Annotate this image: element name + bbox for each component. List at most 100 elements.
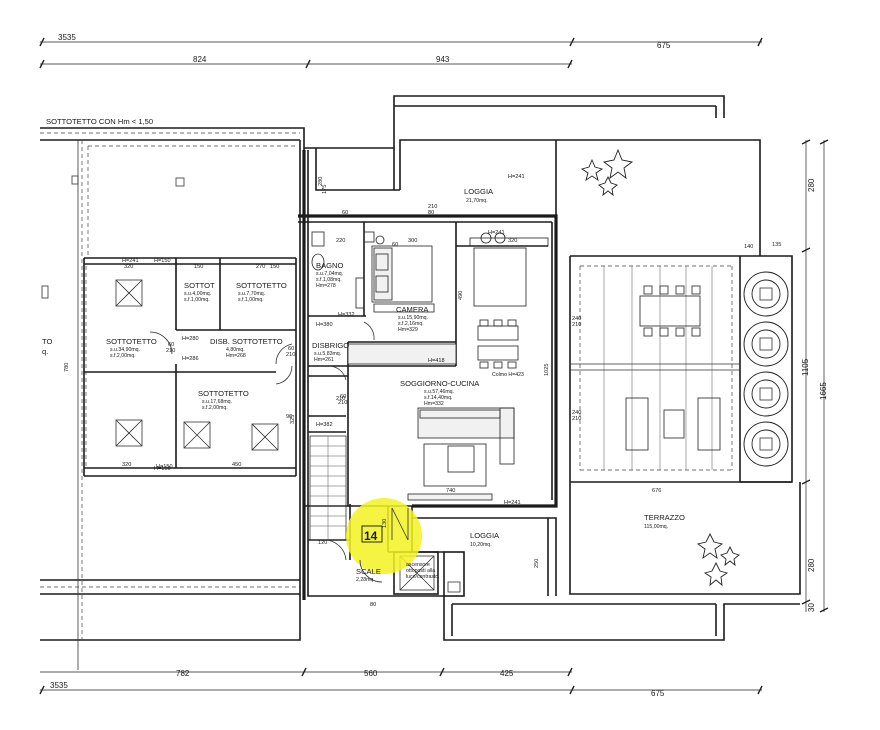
badge-frame <box>361 525 383 543</box>
label-n210-g: 210 <box>428 204 437 210</box>
dim-loggia-top-h: H=241 <box>508 174 525 180</box>
soggiorno-hm: Hm=332 <box>424 401 444 407</box>
label-n270: 270 <box>256 264 265 270</box>
label-n80: 80 <box>370 602 376 608</box>
dim-terrace-small: 140 <box>744 244 753 250</box>
soggiorno-su: s.u.57,46mq. <box>424 389 454 395</box>
sottotetto-left-sf: s.f.2,00mq. <box>110 353 136 359</box>
skylights <box>41 175 279 451</box>
decor-plants <box>580 148 740 587</box>
label-n60-d: 60 <box>392 242 398 248</box>
label-n220: 220 <box>336 238 345 244</box>
label-n150-b: 150 <box>270 264 279 270</box>
dim-right-4: 280 <box>807 558 816 572</box>
disb-sottotetto-name: DISB. SOTTOTETTO <box>210 337 283 346</box>
label-n320-a: 320 <box>124 264 133 270</box>
terrazzo-name: TERRAZZO <box>644 513 685 522</box>
dim-right-1: 280 <box>807 178 816 192</box>
label-h332: H=332 <box>338 312 355 318</box>
sottotetto-b-sf: s.f.1,00mq. <box>238 297 264 303</box>
top-dimensions: 3535 675 824 943 <box>39 33 763 69</box>
disb-sottotetto-su: 4,80mq. <box>226 347 245 353</box>
label-n80-b: 80 <box>428 210 434 216</box>
label-n240-a: 240 <box>572 316 581 322</box>
disb-sottotetto-hm: Hm=268 <box>226 353 246 359</box>
dim-camera-bath-h: H=241 <box>122 258 139 264</box>
label-h150-b: H=150 <box>154 466 171 472</box>
camera-hm: Hm=329 <box>398 327 418 333</box>
dim-top-right-total: 675 <box>657 41 671 50</box>
sottot-small-name: SOTTOT <box>184 281 215 290</box>
label-n210-e: 210 <box>286 352 295 358</box>
label-h280: H=280 <box>182 336 199 342</box>
label-n150: 150 <box>194 264 203 270</box>
loggia-bottom-area: 10,20mq. <box>470 542 492 548</box>
bagno-name: BAGNO <box>316 261 344 270</box>
furniture <box>311 231 721 487</box>
label-h418: H=418 <box>428 358 445 364</box>
label-n300: 300 <box>408 238 417 244</box>
label-n450: 450 <box>232 462 241 468</box>
scale-area: 2,28mq. <box>356 577 375 583</box>
colmo-label: Colmo H=423 <box>492 372 524 378</box>
dim-camera-door-h: H=241 <box>488 230 505 236</box>
label-h380: H=380 <box>316 322 333 328</box>
label-n320-b: 320 <box>122 462 131 468</box>
sottot-small-sf: s.f.1,00mq. <box>184 297 210 303</box>
loggia-top-area: 21,70mq. <box>466 198 488 204</box>
label-n120: 120 <box>318 540 327 546</box>
door-arcs <box>149 321 383 583</box>
sottot-small-su: s.u.4,00mq. <box>184 291 211 297</box>
ascensore-line3: luce/contrasto <box>406 574 438 580</box>
interior-walls <box>83 222 548 597</box>
soggiorno-name: SOGGIORNO-CUCINA <box>400 379 480 388</box>
bagno-sf: s.f.1,08mq. <box>316 277 342 283</box>
dim-bottom-c: 425 <box>500 669 514 678</box>
disbrigo-name: DISBRIGO <box>312 341 349 350</box>
label-n210-a: 210 <box>572 322 581 328</box>
sottotetto-low-sf: s.f.2,00mq. <box>202 405 228 411</box>
pergola-lines <box>570 265 740 471</box>
soggiorno-sf: s.f.14,40mq. <box>424 395 453 401</box>
camera-sf: s.f.2,16mq. <box>398 321 424 327</box>
bagno-su: s.u.7,04mq. <box>316 271 343 277</box>
label-n210-c: 210 <box>166 348 175 354</box>
label-n250: 250 <box>534 559 540 568</box>
highlight-circle <box>346 498 422 574</box>
room-labels: SOTTOTETTO CON Hm < 1,50 LOGGIA 21,70mq.… <box>42 117 685 583</box>
dim-bottom-right-total: 675 <box>651 689 665 698</box>
building-outline <box>40 95 801 670</box>
dim-terrace-width: 676 <box>652 488 661 494</box>
label-h286: H=286 <box>182 356 199 362</box>
label-n60-c: 60 <box>288 346 294 352</box>
disbrigo-hm: Hm=261 <box>314 357 334 363</box>
label-h150-c: H=150 <box>156 464 173 470</box>
sottotetto-low-su: s.u.17,68mq. <box>202 399 232 405</box>
sottotetto-left-su: s.u.34,90mq. <box>110 347 140 353</box>
bagno-hm: Hm=278 <box>316 283 336 289</box>
dim-soggiorno-width: 740 <box>446 488 455 494</box>
dim-top-a: 824 <box>193 55 207 64</box>
label-n780: 780 <box>64 363 70 372</box>
dim-right-2: 1105 <box>801 358 810 376</box>
loggia-bottom-name: LOGGIA <box>470 531 500 540</box>
label-h150-a: H=150 <box>154 258 171 264</box>
sottotetto-low-name: SOTTOTETTO <box>198 389 249 398</box>
sottotetto-title: SOTTOTETTO CON Hm < 1,50 <box>46 117 153 126</box>
dim-right-5: 30 <box>807 603 816 612</box>
ascensore-line2: ottoposti alla <box>406 568 435 574</box>
dim-bottom-a: 782 <box>176 669 190 678</box>
dim-bottom-total: 3535 <box>50 681 68 690</box>
label-n280-b: 280 <box>318 177 324 186</box>
scale-name: SCALE <box>356 567 381 576</box>
loggia-top-name: LOGGIA <box>464 187 494 196</box>
bottom-dimensions: 782 560 425 3535 675 <box>39 667 763 698</box>
small-labels: H=150 320 150 270 H=150 320 450 H=280 H=… <box>64 174 781 608</box>
disbrigo-su: s.u.5,83mq. <box>314 351 341 357</box>
camera-name: CAMERA <box>396 305 429 314</box>
label-n210-f: 210 <box>336 396 345 402</box>
sottotetto-b-name: SOTTOTETTO <box>236 281 287 290</box>
label-n60-a: 60 <box>168 342 174 348</box>
label-n60-e: 60 <box>342 210 348 216</box>
